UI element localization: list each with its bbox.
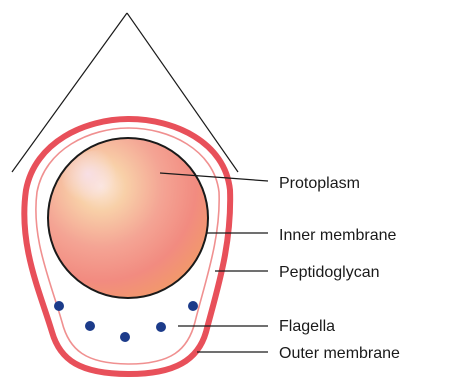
protoplasm-label: Protoplasm (279, 175, 360, 192)
inner-membrane-label: Inner membrane (279, 227, 396, 244)
flagella-dot (156, 322, 166, 332)
peptidoglycan-label: Peptidoglycan (279, 264, 380, 281)
flagella-dot (188, 301, 198, 311)
outer-membrane-label: Outer membrane (279, 345, 400, 362)
flagella-dot (85, 321, 95, 331)
flagella-label: Flagella (279, 318, 335, 335)
flagella-dot (54, 301, 64, 311)
flagella-dot (120, 332, 130, 342)
